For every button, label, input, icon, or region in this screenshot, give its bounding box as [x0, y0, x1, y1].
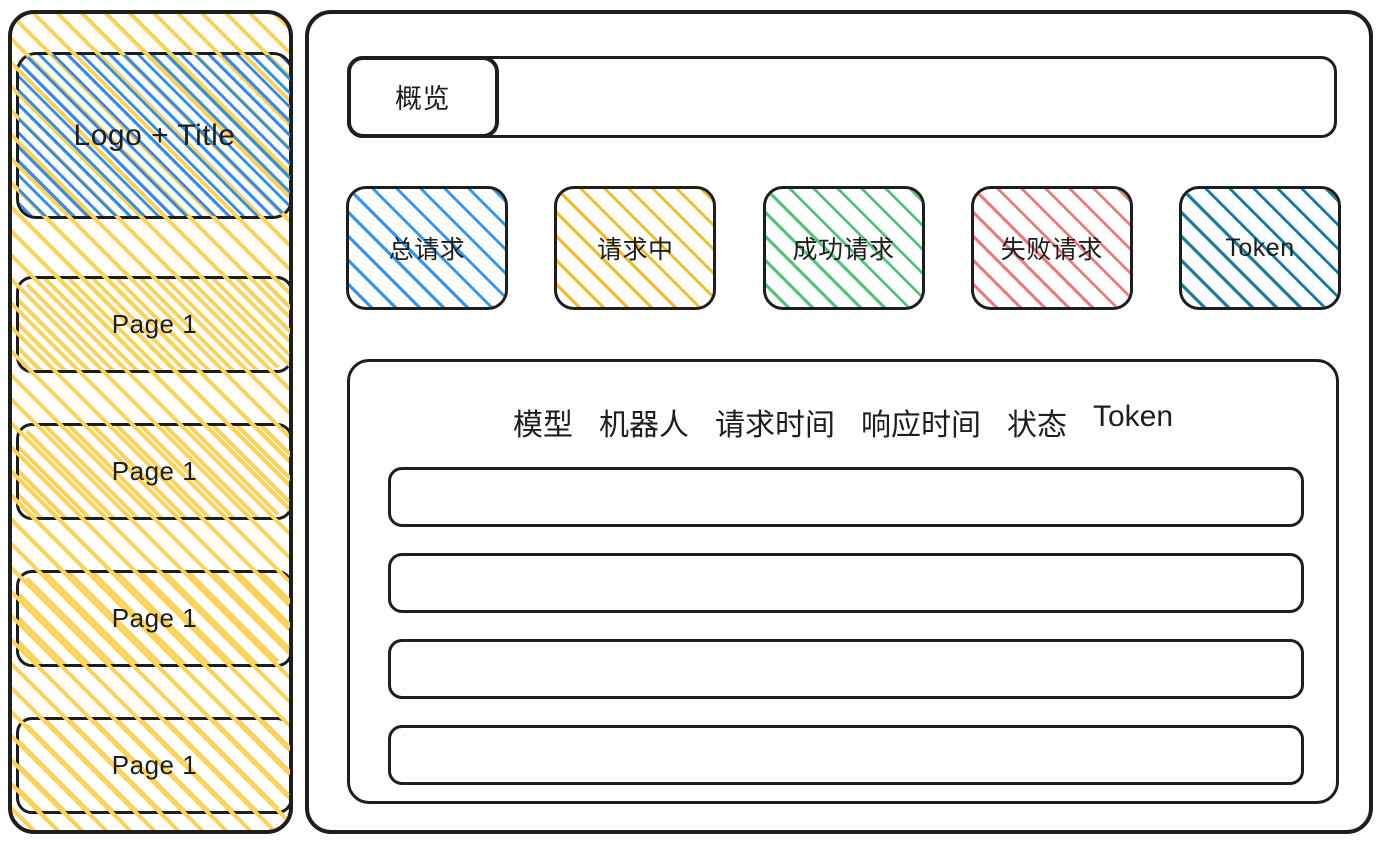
table-row[interactable]: [388, 725, 1304, 785]
sidebar-item-page-2[interactable]: Page 1: [16, 423, 293, 520]
stat-card-total-requests[interactable]: 总请求: [346, 186, 508, 310]
table-row[interactable]: [388, 467, 1304, 527]
sidebar-item-page-3[interactable]: Page 1: [16, 570, 293, 667]
table-column-header-response-time: 响应时间: [860, 409, 981, 442]
sidebar-item-label: Page 1: [111, 456, 198, 486]
main-content-panel: 概览 总请求 请求中 成功请求 失败请求 Token: [305, 10, 1373, 834]
table-row[interactable]: [388, 553, 1304, 613]
requests-table-panel: 模型 机器人 请求时间 响应时间 状态 Token: [347, 359, 1339, 804]
stat-card-label: 成功请求: [792, 236, 895, 264]
table-column-header-status: 状态: [1006, 409, 1067, 442]
stat-card-success-requests[interactable]: 成功请求: [762, 186, 925, 310]
table-header-row: 模型 机器人 请求时间 响应时间 状态 Token: [350, 400, 1336, 444]
tab-bar: 概览: [346, 55, 1337, 138]
table-column-header-token: Token: [1092, 400, 1174, 433]
stat-card-label: 失败请求: [1000, 236, 1103, 264]
stat-card-label: Token: [1225, 233, 1295, 262]
table-column-header-model: 模型: [512, 409, 573, 442]
tab-overview-label: 概览: [395, 84, 450, 114]
table-body: [388, 467, 1304, 811]
stat-card-label: 总请求: [388, 236, 466, 264]
stat-card-failed-requests[interactable]: 失败请求: [970, 186, 1133, 310]
sidebar-item-label: Page 1: [111, 750, 198, 780]
sidebar-logo-title[interactable]: Logo + Title: [16, 52, 293, 219]
table-column-header-request-time: 请求时间: [714, 409, 835, 442]
stat-card-token[interactable]: Token: [1179, 186, 1341, 310]
stat-card-in-progress[interactable]: 请求中: [554, 186, 717, 310]
sidebar-item-label: Page 1: [111, 309, 198, 339]
sidebar-item-page-1[interactable]: Page 1: [16, 276, 293, 373]
stat-card-label: 请求中: [596, 236, 674, 264]
table-column-header-bot: 机器人: [598, 409, 689, 442]
tab-overview[interactable]: 概览: [346, 55, 499, 138]
sidebar: Logo + Title Page 1 Page 1 Page 1 Page 1: [8, 10, 293, 834]
stat-card-row: 总请求 请求中 成功请求 失败请求 Token: [346, 186, 1341, 310]
table-row[interactable]: [388, 639, 1304, 699]
sidebar-logo-label: Logo + Title: [73, 118, 236, 152]
sidebar-item-page-4[interactable]: Page 1: [16, 717, 293, 814]
sidebar-item-label: Page 1: [111, 603, 198, 633]
